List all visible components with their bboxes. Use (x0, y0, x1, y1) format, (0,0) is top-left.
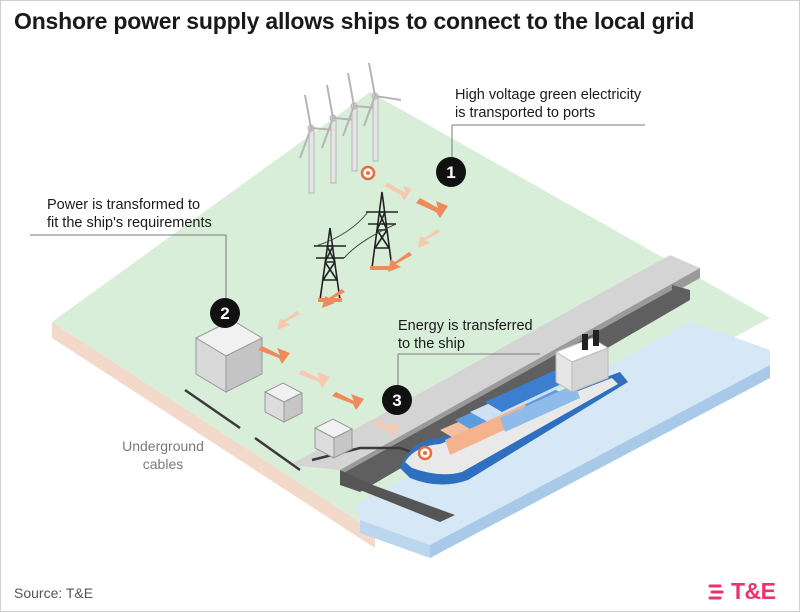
pier-dock (340, 470, 455, 522)
flow-arrow (277, 311, 300, 330)
step-badge-number: 1 (446, 163, 455, 182)
brand-logo: T&E (731, 578, 776, 604)
main-transformer (194, 319, 264, 393)
flow-arrow (418, 229, 440, 248)
water-surface (355, 322, 770, 545)
water-side-right (430, 365, 770, 558)
small-transformer-1 (263, 382, 304, 423)
callout-line: fit the ship's requirements (47, 215, 212, 231)
pylon-base (370, 266, 394, 270)
ship-connection-marker (417, 445, 433, 461)
wind-turbines (299, 62, 402, 194)
brand-logo-icon (708, 584, 724, 600)
grid-source-marker (360, 165, 376, 181)
callout-step-1: High voltage green electricity is transp… (455, 86, 641, 122)
step-badge-2: 2 (210, 298, 240, 328)
flow-arrow (322, 289, 345, 308)
step-badge-number: 2 (220, 304, 229, 323)
flow-arrow (384, 183, 412, 200)
water-side (360, 520, 430, 558)
pylon (366, 191, 398, 269)
callout-step-2: Power is transformed to fit the ship's r… (47, 196, 212, 232)
power-line (343, 223, 397, 259)
flow-arrow (258, 346, 290, 364)
small-transformer-2 (313, 418, 354, 459)
quay-surface (290, 255, 700, 470)
container-ship (400, 330, 628, 485)
label-line: Underground (122, 438, 204, 454)
underground-cables-label: Underground cables (111, 437, 215, 473)
flow-arrow (416, 198, 448, 218)
step-badge-3: 3 (382, 385, 412, 415)
callout-line: is transported to ports (455, 105, 596, 121)
flow-arrow (298, 370, 330, 388)
ship-containers (440, 368, 580, 455)
page-title: Onshore power supply allows ships to con… (14, 8, 695, 34)
label-line: cables (142, 456, 184, 472)
source-note: Source: T&E (14, 585, 94, 601)
flow-arrows (258, 183, 448, 436)
callout-line: Power is transformed to (47, 197, 201, 213)
ship-bridge (554, 330, 610, 393)
land-side (52, 322, 375, 548)
callout-line: Energy is transferred (398, 318, 533, 334)
flow-arrow (332, 392, 364, 410)
callout-line: High voltage green electricity (455, 87, 642, 103)
callout-leaders (30, 124, 645, 388)
step-badge-number: 3 (392, 391, 401, 410)
flow-arrow (388, 252, 412, 272)
pylon (314, 227, 346, 301)
callout-step-3: Energy is transferred to the ship (398, 317, 533, 353)
callout-line: to the ship (398, 336, 465, 352)
wind-turbine (363, 62, 402, 162)
flow-arrow (373, 420, 400, 436)
power-line (315, 211, 369, 247)
step-badge-1: 1 (436, 157, 466, 187)
